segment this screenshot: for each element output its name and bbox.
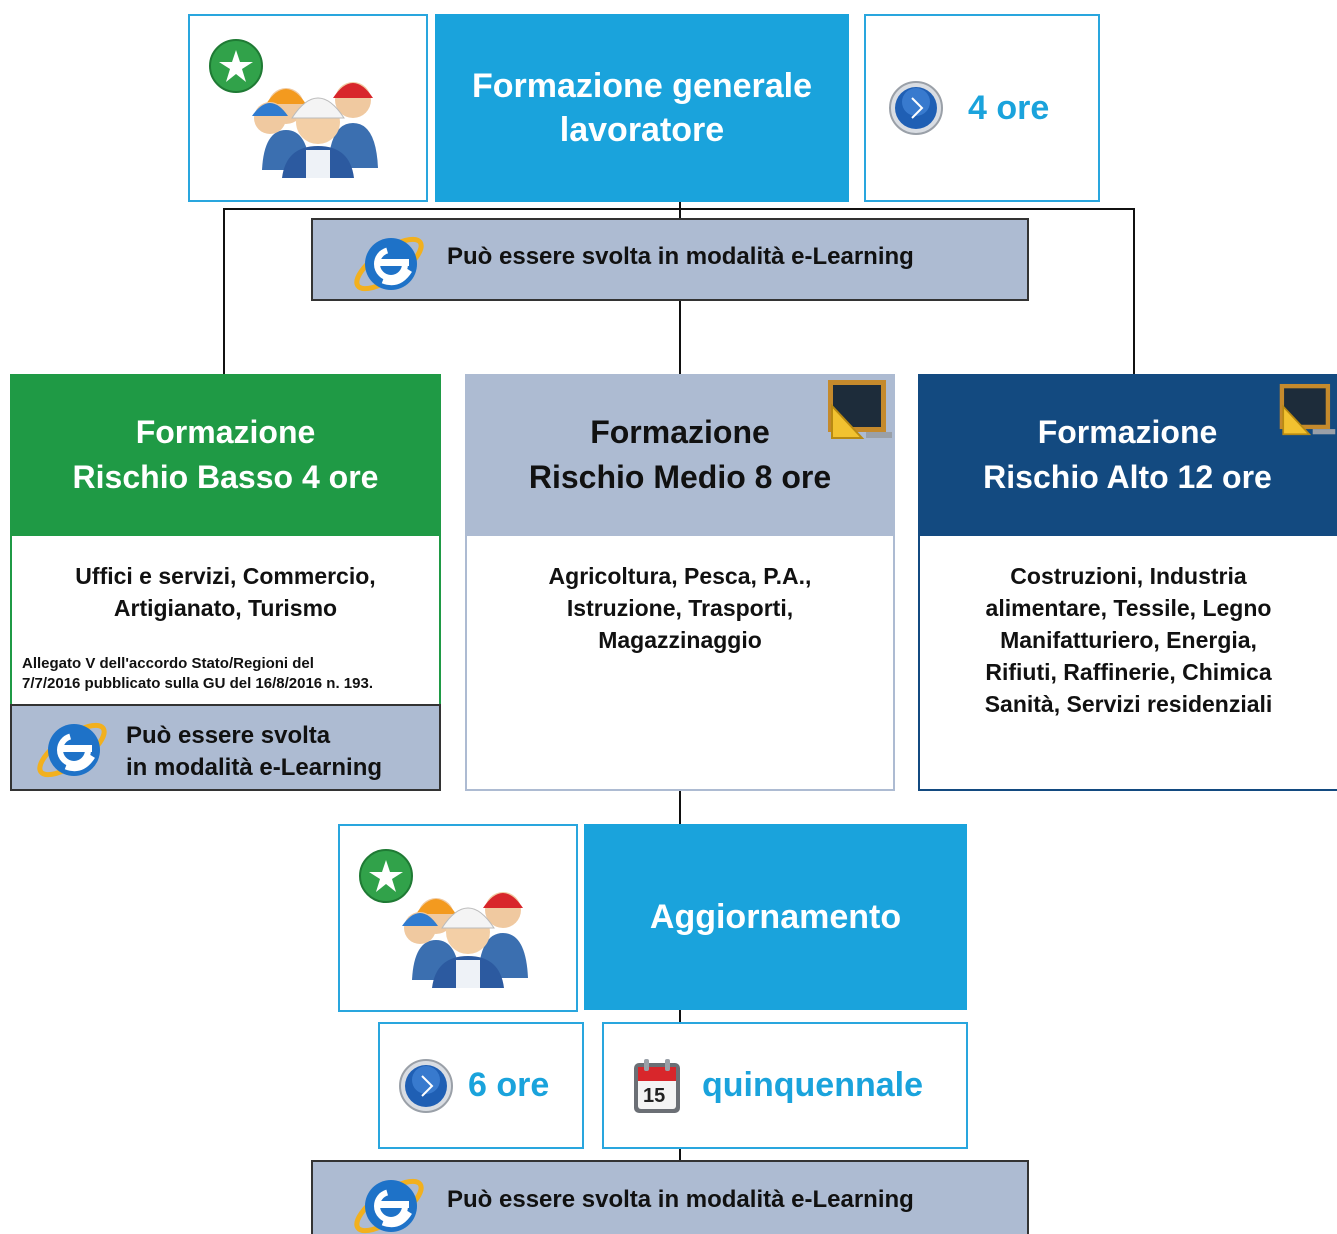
elearning-low-line1: Può essere svolta (126, 722, 331, 749)
update-frequency-frame: 15 quinquennale (602, 1022, 968, 1149)
clock-icon (888, 80, 944, 136)
tier-high-title-line1: Formazione (1037, 414, 1218, 450)
general-training-title-box: Formazione generale lavoratore (435, 14, 849, 202)
connector-right-drop (1133, 208, 1135, 376)
tier-medium-body: Agricoltura, Pesca, P.A., Istruzione, Tr… (465, 536, 895, 791)
connector-middle-stem (679, 790, 681, 826)
tier-low-header: Formazione Rischio Basso 4 ore (10, 374, 441, 536)
elearning-low-line2: in modalità e-Learning (126, 754, 383, 781)
tier-high-title-line2: Rischio Alto 12 ore (983, 459, 1272, 495)
update-title-box: Aggiornamento (584, 824, 967, 1010)
tier-high-header: Formazione Rischio Alto 12 ore (918, 374, 1337, 536)
tier-medium-sector-line: Istruzione, Trasporti, (566, 595, 794, 621)
blackboard-icon (1278, 378, 1337, 442)
elearning-banner-low: Può essere svolta in modalità e-Learning (10, 704, 441, 791)
internet-explorer-icon (349, 1166, 429, 1234)
workers-group-icon (208, 38, 398, 178)
tier-low-sector-line: Uffici e servizi, Commercio, (75, 563, 376, 589)
internet-explorer-icon (349, 224, 429, 300)
tier-low-note-line2: 7/7/2016 pubblicato sulla GU del 16/8/20… (22, 675, 373, 692)
tier-medium-sector-line: Magazzinaggio (598, 627, 762, 653)
tier-high-sector-line: Costruzioni, Industria (1010, 563, 1247, 589)
tier-medium-header: Formazione Rischio Medio 8 ore (465, 374, 895, 536)
tier-high-sector-line: alimentare, Tessile, Legno (985, 595, 1272, 621)
update-workers-icon-frame (338, 824, 578, 1012)
tier-high-sector-line: Rifiuti, Raffinerie, Chimica (985, 659, 1272, 685)
tier-low-body: Uffici e servizi, Commercio, Artigianato… (10, 536, 441, 706)
calendar-icon: 15 (632, 1057, 684, 1115)
general-title-line2: lavoratore (559, 111, 725, 149)
clock-icon (398, 1058, 454, 1114)
update-hours-frame: 6 ore (378, 1022, 584, 1149)
elearning-banner-text: Può essere svolta in modalità e-Learning (447, 243, 914, 270)
tier-medium-sector-line: Agricoltura, Pesca, P.A., (548, 563, 812, 589)
workers-group-icon (358, 848, 548, 988)
tier-high-sector-line: Sanità, Servizi residenziali (984, 691, 1273, 717)
internet-explorer-icon (32, 710, 112, 786)
general-workers-icon-frame (188, 14, 428, 202)
tier-low-sector-line: Artigianato, Turismo (113, 595, 338, 621)
general-hours-frame: 4 ore (864, 14, 1100, 202)
general-hours-text: 4 ore (968, 88, 1050, 127)
tier-low-title-line1: Formazione (135, 414, 316, 450)
tier-low-note-line1: Allegato V dell'accordo Stato/Regioni de… (22, 655, 314, 672)
connector-left-drop (223, 208, 225, 376)
elearning-banner-update: Può essere svolta in modalità e-Learning (311, 1160, 1029, 1234)
update-title: Aggiornamento (649, 897, 902, 936)
elearning-banner-text: Può essere svolta in modalità e-Learning (447, 1186, 914, 1213)
connector-horizontal-bar (223, 208, 1135, 210)
tier-low-title-line2: Rischio Basso 4 ore (72, 459, 379, 495)
blackboard-icon (826, 378, 894, 442)
update-hours-text: 6 ore (468, 1066, 550, 1104)
tier-high-body: Costruzioni, Industria alimentare, Tessi… (918, 536, 1337, 791)
tier-high-sector-line: Manifatturiero, Energia, (1000, 627, 1257, 653)
update-frequency-text: quinquennale (702, 1066, 923, 1104)
elearning-banner-general: Può essere svolta in modalità e-Learning (311, 218, 1029, 301)
general-title-line1: Formazione generale (471, 67, 813, 105)
tier-medium-title-line1: Formazione (590, 414, 770, 450)
calendar-day: 15 (643, 1084, 666, 1107)
tier-medium-title-line2: Rischio Medio 8 ore (528, 459, 832, 495)
